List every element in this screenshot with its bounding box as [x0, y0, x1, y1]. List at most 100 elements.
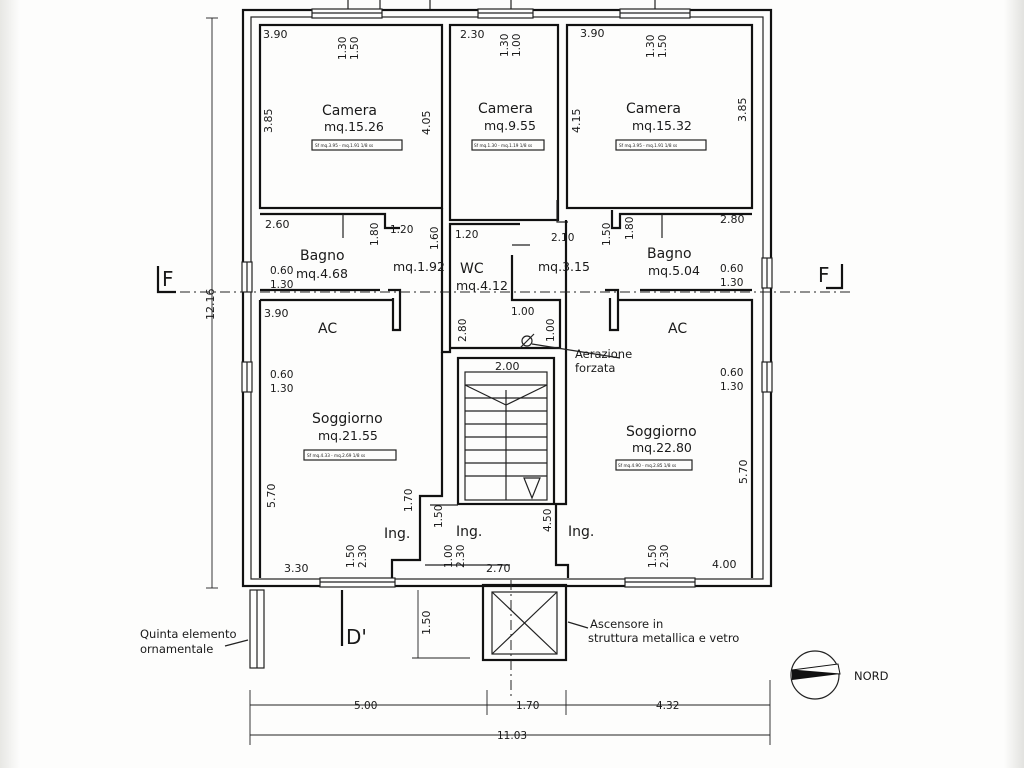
- soggiorno-right-sf-box: [615, 459, 693, 471]
- interior-walls: [258, 23, 754, 578]
- elevator-leader: [567, 621, 589, 629]
- elevator-label-1: Ascensore in: [590, 617, 663, 631]
- section-line-f: F F: [156, 263, 850, 294]
- dim-160: 1.60: [429, 227, 441, 250]
- soggiorno-left-sf: Sf mq.4.33 - mq.2.69 1/8 ss: [307, 453, 365, 458]
- soggiorno-right-sf: Sf mq.4.90 - mq.2.85 1/8 ss: [618, 463, 676, 468]
- aeration-label-2: forzata: [575, 361, 615, 375]
- dim-280a: 2.80: [720, 213, 745, 226]
- bagno-left-name: Bagno: [300, 248, 345, 264]
- dim-100b: 1.00: [511, 306, 534, 318]
- camera-right-name: Camera: [626, 101, 681, 117]
- ing-left: Ing.: [384, 526, 410, 542]
- side-windows: [241, 257, 773, 393]
- dim-130e: 1.30: [720, 277, 743, 289]
- soggiorno-left-sf-box: [303, 449, 397, 461]
- soggiorno-right-area: mq.22.80: [632, 440, 692, 455]
- dim-385b: 3.85: [736, 98, 749, 123]
- dim-130c: 1.30: [645, 35, 657, 58]
- dim-500: 5.00: [354, 700, 377, 712]
- soggiorno-right-name: Soggiorno: [626, 424, 697, 440]
- aeration-symbol: [519, 333, 621, 359]
- elevator-label-2: struttura metallica e vetro: [588, 631, 739, 645]
- camera-mid-sf-box: [471, 139, 545, 151]
- dim-130d: 1.30: [270, 279, 293, 291]
- top-windows: [311, 0, 691, 19]
- dim-405: 4.05: [420, 111, 433, 136]
- dim-200: 2.00: [495, 360, 520, 373]
- ornamental-element: [224, 589, 265, 669]
- dim-170b: 1.70: [516, 700, 539, 712]
- dim-390b: 3.90: [580, 27, 605, 40]
- section-d-label: D': [346, 625, 367, 649]
- soggiorno-left-area: mq.21.55: [318, 428, 378, 443]
- bagno-right-name: Bagno: [647, 246, 692, 262]
- dim-230c: 2.30: [455, 545, 467, 568]
- dim-385a: 3.85: [262, 109, 275, 134]
- dim-150c: 1.50: [601, 223, 613, 246]
- dim-150e: 1.50: [345, 545, 357, 568]
- dim-390c: 3.90: [264, 307, 289, 320]
- dim-260: 2.60: [265, 218, 290, 231]
- section-f-left-label: F: [162, 267, 174, 291]
- dim-100d: 1.00: [443, 545, 455, 568]
- dim-130f: 1.30: [270, 383, 293, 395]
- north-arrow: NORD: [790, 650, 889, 700]
- north-label: NORD: [854, 669, 889, 683]
- dim-150d: 1.50: [433, 505, 445, 528]
- staircase: [464, 371, 548, 501]
- dim-390a: 3.90: [263, 28, 288, 41]
- camera-mid-sf: Sf mq.1.30 - mq.1.19 1/8 ss: [474, 143, 532, 148]
- aeration-label-1: Aerazione: [575, 347, 632, 361]
- dim-432: 4.32: [656, 700, 679, 712]
- camera-left-name: Camera: [322, 103, 377, 119]
- dim-230: 2.30: [460, 28, 485, 41]
- dim-150a: 1.50: [349, 37, 361, 60]
- ing-right: Ing.: [568, 524, 594, 540]
- dim-570b: 5.70: [737, 460, 750, 485]
- camera-mid-area: mq.9.55: [484, 118, 536, 133]
- ornamental-label-1: Quinta elemento: [140, 627, 237, 641]
- camera-right-sf-box: [615, 139, 707, 151]
- elevator: [481, 583, 568, 662]
- scan-edge-right: [1004, 0, 1024, 768]
- dim-130g: 1.30: [720, 381, 743, 393]
- dim-060a: 0.60: [270, 265, 293, 277]
- camera-mid-name: Camera: [478, 101, 533, 117]
- dim-060c: 0.60: [270, 369, 293, 381]
- camera-left-area: mq.15.26: [324, 119, 384, 134]
- dim-570a: 5.70: [265, 484, 278, 509]
- dim-450: 4.50: [542, 509, 554, 532]
- camera-right-sf: Sf mq.3.95 - mq.1.91 1/8 ss: [619, 143, 677, 148]
- dim-130b: 1.30: [499, 34, 511, 57]
- dim-230d: 2.30: [659, 545, 671, 568]
- camera-right-area: mq.15.32: [632, 118, 692, 133]
- bagno-right-area: mq.5.04: [648, 263, 700, 278]
- dim-150b: 1.50: [657, 35, 669, 58]
- dim-1216: 12.16: [204, 289, 217, 321]
- dim-400: 4.00: [712, 558, 737, 571]
- dim-150f: 1.50: [647, 545, 659, 568]
- dim-060b: 0.60: [720, 263, 743, 275]
- section-line-d: D': [340, 580, 512, 700]
- dim-1103: 11.03: [497, 730, 527, 742]
- dim-130a: 1.30: [337, 37, 349, 60]
- dim-100c: 1.00: [545, 319, 557, 342]
- wc-area: mq.4.12: [456, 278, 508, 293]
- dim-330: 3.30: [284, 562, 309, 575]
- section-f-right-label: F: [818, 263, 830, 287]
- dim-180b: 1.80: [624, 217, 636, 240]
- bagno-left-area: mq.4.68: [296, 266, 348, 281]
- soggiorno-left-name: Soggiorno: [312, 411, 383, 427]
- dim-280b: 2.80: [457, 319, 469, 342]
- dim-230b: 2.30: [357, 545, 369, 568]
- ing-mid: Ing.: [456, 524, 482, 540]
- camera-left-sf: Sf mq.3.95 - mq.1.91 1/8 ss: [315, 143, 373, 148]
- bottom-windows: [319, 577, 696, 588]
- dim-415: 4.15: [570, 109, 583, 134]
- ac-left: AC: [318, 321, 337, 337]
- annotations: Aerazione forzata Ascensore in struttura…: [140, 347, 739, 656]
- dim-120b: 1.20: [455, 229, 478, 241]
- dim-210: 2.10: [551, 232, 574, 244]
